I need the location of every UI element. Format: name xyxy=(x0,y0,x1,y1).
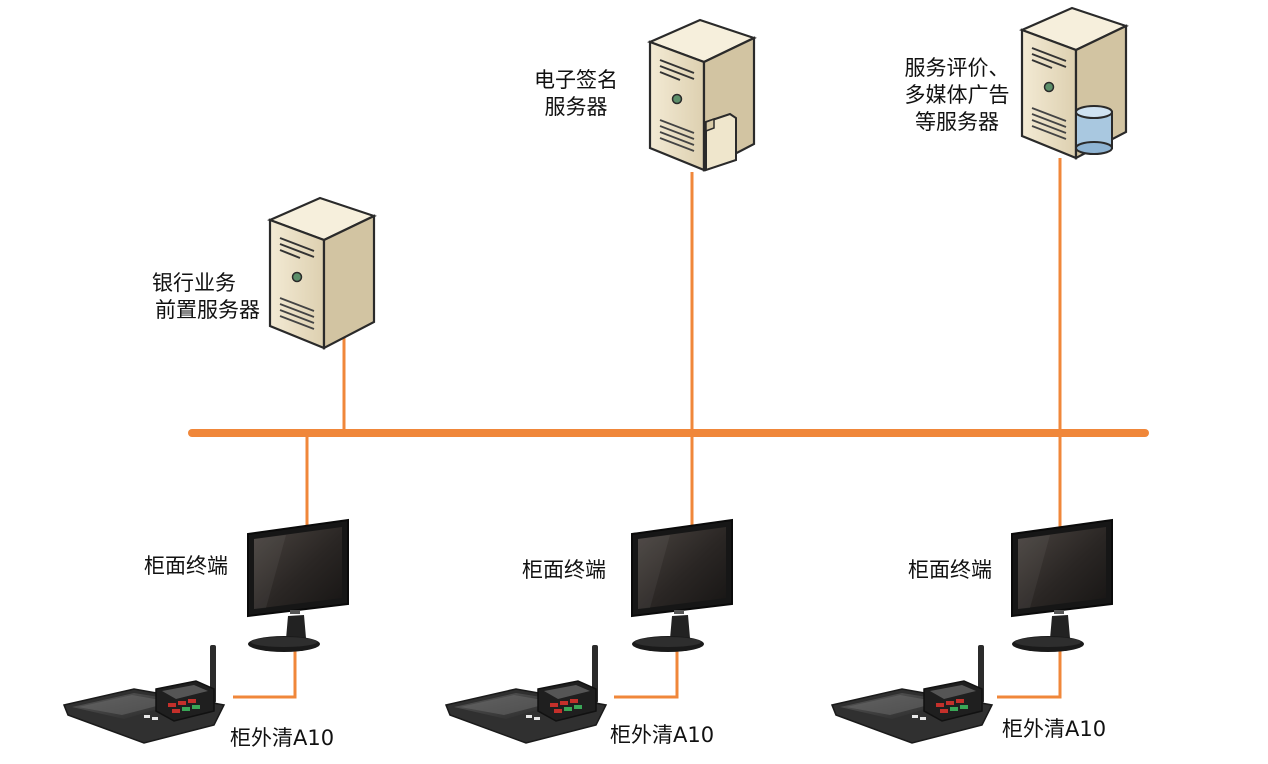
link-device-3 xyxy=(997,650,1062,699)
esign-server-label: 电子签名 服务器 xyxy=(526,67,626,121)
bank-server-label-line2: 前置服务器 xyxy=(155,298,260,322)
monitor-icon xyxy=(631,519,733,653)
bank-server-label-line1: 银行业务 xyxy=(152,271,236,295)
service-server-label: 服务评价、 多媒体广告 等服务器 xyxy=(892,55,1022,136)
monitor-icon xyxy=(1011,519,1113,653)
service-server-label-line1: 服务评价、 xyxy=(904,56,1010,80)
service-server-label-line2: 多媒体广告 xyxy=(904,83,1010,107)
link-device-1 xyxy=(233,650,297,699)
link-device-2 xyxy=(614,650,679,699)
device-label: 柜外清A10 xyxy=(610,723,715,747)
monitor-label: 柜面终端 xyxy=(522,558,606,582)
esign-server-label-line1: 电子签名 xyxy=(534,68,618,92)
device-label: 柜外清A10 xyxy=(1002,717,1107,741)
device-label: 柜外清A10 xyxy=(230,726,335,750)
monitor-label: 柜面终端 xyxy=(908,558,992,582)
bank-server-label: 银行业务 前置服务器 xyxy=(128,270,260,324)
service-server-label-line3: 等服务器 xyxy=(915,110,999,134)
server-icon xyxy=(268,196,376,350)
monitor-icon xyxy=(247,519,349,653)
esign-server-label-line2: 服务器 xyxy=(544,95,608,119)
payment-terminal-icon xyxy=(831,644,993,744)
server-with-document-icon xyxy=(648,18,756,172)
monitor-label: 柜面终端 xyxy=(144,554,228,578)
payment-terminal-icon xyxy=(63,644,225,744)
payment-terminal-icon xyxy=(445,644,607,744)
server-with-database-icon xyxy=(1020,6,1128,160)
